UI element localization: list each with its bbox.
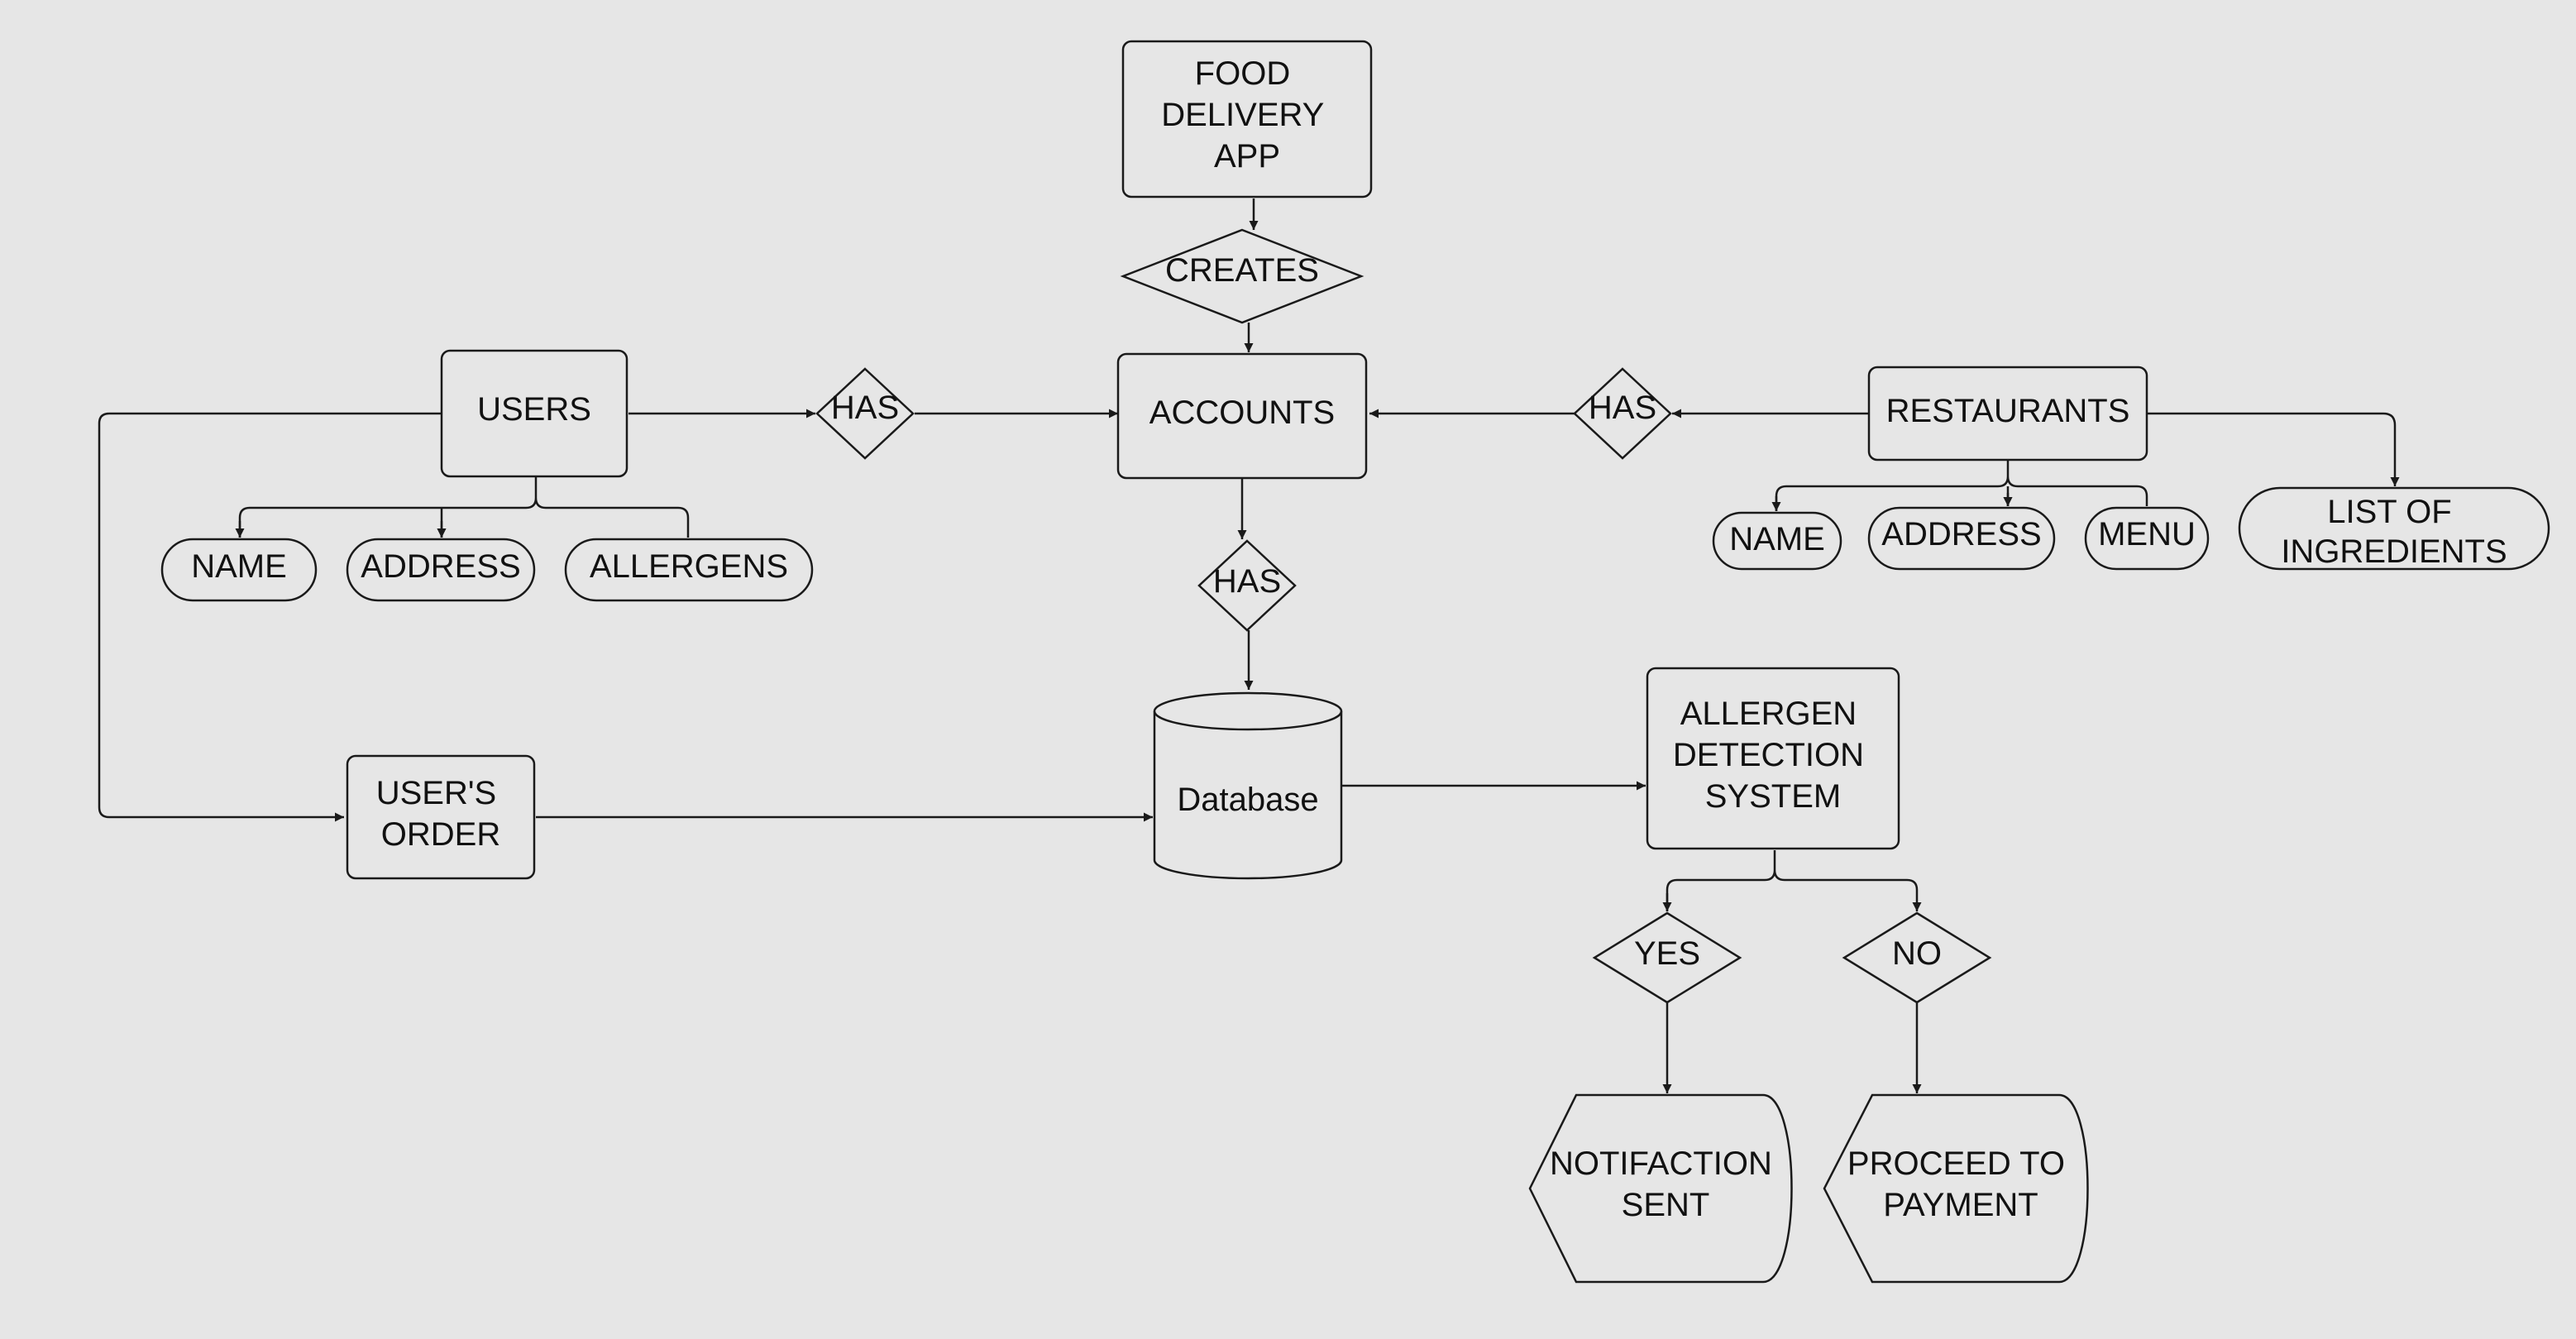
- detection-node-shape: [1646, 667, 1900, 850]
- no-node-label: NO: [1892, 935, 1942, 972]
- creates-node-shape: [1120, 228, 1364, 324]
- yes-node[interactable]: YES: [1592, 911, 1742, 1004]
- no-node[interactable]: NO: [1842, 911, 1992, 1004]
- user-allergens-node-label: ALLERGENS: [590, 548, 788, 585]
- edges: [98, 198, 2400, 1093]
- yes-node-label: YES: [1634, 935, 1700, 972]
- user-allergens-node-shape: [564, 538, 814, 602]
- restaurant-address-node-shape: [1867, 506, 2056, 571]
- has-accounts-node[interactable]: HAS: [1197, 539, 1297, 632]
- user-order-node[interactable]: USER'S ORDER: [346, 754, 536, 880]
- restaurant-address-node[interactable]: ADDRESS: [1867, 506, 2056, 571]
- database-node[interactable]: Database: [1153, 691, 1343, 880]
- users-node-label: USERS: [477, 391, 591, 428]
- edge-detection-to-yes-no: [1666, 850, 1917, 911]
- accounts-node[interactable]: ACCOUNTS: [1116, 352, 1368, 480]
- user-order-node-shape: [346, 754, 536, 880]
- app-node[interactable]: FOOD DELIVERY APP: [1121, 40, 1373, 198]
- has-restaurants-node-shape: [1573, 367, 1672, 460]
- accounts-node-label: ACCOUNTS: [1149, 395, 1335, 431]
- restaurant-menu-node-shape: [2084, 506, 2210, 571]
- user-address-node-label: ADDRESS: [361, 548, 520, 585]
- restaurant-name-node[interactable]: NAME: [1712, 511, 1842, 571]
- has-users-node-shape: [815, 367, 915, 460]
- detection-node[interactable]: ALLERGEN DETECTION SYSTEM: [1646, 667, 1900, 850]
- restaurants-node[interactable]: RESTAURANTS: [1867, 366, 2148, 461]
- users-node-shape: [440, 349, 628, 478]
- no-node-shape: [1842, 911, 1992, 1004]
- has-users-node[interactable]: HAS: [815, 367, 915, 460]
- restaurant-menu-node-label: MENU: [2098, 516, 2196, 552]
- restaurant-name-node-label: NAME: [1729, 521, 1825, 557]
- notification-node[interactable]: NOTIFACTION SENT: [1528, 1093, 1793, 1284]
- restaurant-address-node-label: ADDRESS: [1881, 516, 2041, 552]
- detection-node-label: ALLERGEN DETECTION SYSTEM: [1673, 696, 1873, 815]
- database-node-shape: [1153, 691, 1343, 880]
- user-name-node-shape: [160, 538, 318, 602]
- user-name-node-label: NAME: [191, 548, 287, 585]
- edge-users-to-order: [98, 412, 442, 822]
- user-address-node-shape: [346, 538, 536, 602]
- app-node-label: FOOD DELIVERY APP: [1161, 55, 1333, 175]
- payment-node-shape: [1823, 1093, 2089, 1284]
- creates-node[interactable]: CREATES: [1120, 228, 1364, 324]
- has-restaurants-node[interactable]: HAS: [1573, 367, 1672, 460]
- edge-restaurants-to-ingredients: [2147, 412, 2400, 486]
- notification-node-label: NOTIFACTION SENT: [1550, 1145, 1781, 1223]
- user-address-node[interactable]: ADDRESS: [346, 538, 536, 602]
- has-accounts-node-shape: [1197, 539, 1297, 632]
- creates-node-label: CREATES: [1165, 252, 1319, 289]
- notification-node-shape: [1528, 1093, 1793, 1284]
- has-accounts-node-label: HAS: [1213, 563, 1281, 600]
- restaurant-menu-node[interactable]: MENU: [2084, 506, 2210, 571]
- app-node-shape: [1121, 40, 1373, 198]
- user-allergens-node[interactable]: ALLERGENS: [564, 538, 814, 602]
- ingredients-node[interactable]: LIST OF INGREDIENTS: [2238, 486, 2550, 571]
- accounts-node-shape: [1116, 352, 1368, 480]
- user-name-node[interactable]: NAME: [160, 538, 318, 602]
- restaurants-node-shape: [1867, 366, 2148, 461]
- payment-node[interactable]: PROCEED TO PAYMENT: [1823, 1093, 2089, 1284]
- users-node[interactable]: USERS: [440, 349, 628, 478]
- yes-node-shape: [1592, 911, 1742, 1004]
- user-order-node-label: USER'S ORDER: [376, 775, 506, 853]
- payment-node-label: PROCEED TO PAYMENT: [1847, 1145, 2074, 1223]
- database-node-rim: [1153, 710, 1343, 731]
- ingredients-node-label: LIST OF INGREDIENTS: [2281, 494, 2507, 570]
- has-restaurants-node-label: HAS: [1589, 390, 1656, 426]
- has-users-node-label: HAS: [831, 390, 899, 426]
- restaurant-name-node-shape: [1712, 511, 1842, 571]
- database-node-label: Database: [1177, 782, 1318, 818]
- restaurants-node-label: RESTAURANTS: [1886, 393, 2130, 429]
- ingredients-node-shape: [2238, 486, 2550, 571]
